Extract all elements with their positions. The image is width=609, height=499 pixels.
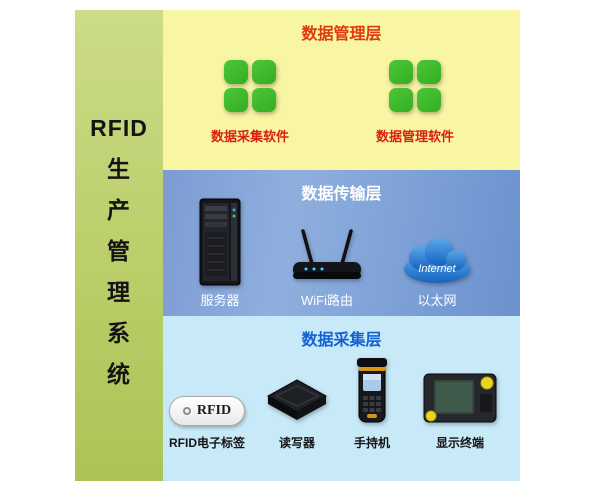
app-grid-square (417, 60, 441, 84)
system-title-panel: RFID 生 产 管 理 系 统 (75, 10, 163, 481)
management-layer-title: 数据管理层 (301, 26, 382, 43)
icon-area: Internet (377, 194, 497, 286)
terminal-button (425, 410, 437, 422)
item-label: 数据管理软件 (375, 129, 454, 144)
transmission-item-wifi-router: WiFi路由 (267, 194, 387, 309)
router-antenna (301, 229, 314, 266)
rfid-tag-hole (182, 407, 191, 415)
icon-area (160, 194, 280, 286)
internet-cloud-icon: Internet (404, 238, 470, 283)
app-grid-square (252, 60, 276, 84)
icon-area (412, 352, 508, 426)
management-item-management-software: 数据管理软件 (345, 60, 485, 145)
icon-area: RFID (159, 352, 255, 426)
collection-layer: 数据采集层 RFID RFID电子标签 读写器 (163, 316, 520, 481)
collection-item-handheld: 手持机 (324, 352, 420, 451)
app-grid-square (389, 60, 413, 84)
system-title-char: 系 (107, 320, 131, 346)
handheld-keypad (363, 396, 381, 412)
item-label: 以太网 (417, 293, 457, 308)
icon-area (249, 352, 345, 426)
terminal-button (480, 376, 494, 390)
wifi-router-icon (293, 229, 361, 279)
system-title-char: 管 (107, 238, 131, 264)
transmission-item-server: 服务器 (160, 194, 280, 309)
management-layer: 数据管理层 数据采集软件 数据管理软件 (163, 10, 520, 170)
system-title-char: 生 (107, 156, 131, 182)
app-grid-square (389, 88, 413, 112)
transmission-item-internet: Internet 以太网 (377, 194, 497, 309)
rfid-reader-icon (266, 379, 328, 420)
item-label: 数据采集软件 (210, 129, 289, 144)
collection-item-rfid-tag: RFID RFID电子标签 (159, 352, 255, 451)
rfid-tag-icon: RFID (169, 396, 245, 426)
item-label: 服务器 (200, 293, 240, 308)
system-title-char: 理 (107, 279, 131, 305)
transmission-layer: 数据传输层 (163, 170, 520, 316)
app-grid-square (252, 88, 276, 112)
internet-cloud-label: Internet (418, 263, 456, 275)
rfid-tag-text: RFID (196, 403, 232, 418)
system-title-char: 统 (107, 361, 131, 387)
app-grid-icon (224, 60, 276, 112)
app-grid-icon (389, 60, 441, 112)
collection-layer-title: 数据采集层 (301, 332, 382, 349)
item-label: RFID电子标签 (169, 436, 245, 450)
collection-item-display-terminal: 显示终端 (412, 352, 508, 451)
management-item-collection-software: 数据采集软件 (180, 60, 320, 145)
item-label: 读写器 (278, 436, 315, 450)
router-antenna (340, 229, 353, 266)
app-grid-square (417, 88, 441, 112)
item-label: WiFi路由 (301, 293, 353, 308)
system-title-char: RFID (90, 115, 148, 141)
handheld-scanner-icon (357, 358, 387, 423)
item-label: 显示终端 (435, 436, 484, 450)
system-title-char: 产 (107, 197, 131, 223)
icon-area (324, 352, 420, 426)
app-grid-square (224, 88, 248, 112)
app-grid-square (224, 60, 248, 84)
item-label: 手持机 (353, 436, 390, 450)
collection-item-reader: 读写器 (249, 352, 345, 451)
transmission-layer-title: 数据传输层 (301, 186, 382, 203)
display-terminal-icon (423, 373, 497, 423)
server-icon (199, 198, 241, 286)
icon-area (267, 194, 387, 286)
